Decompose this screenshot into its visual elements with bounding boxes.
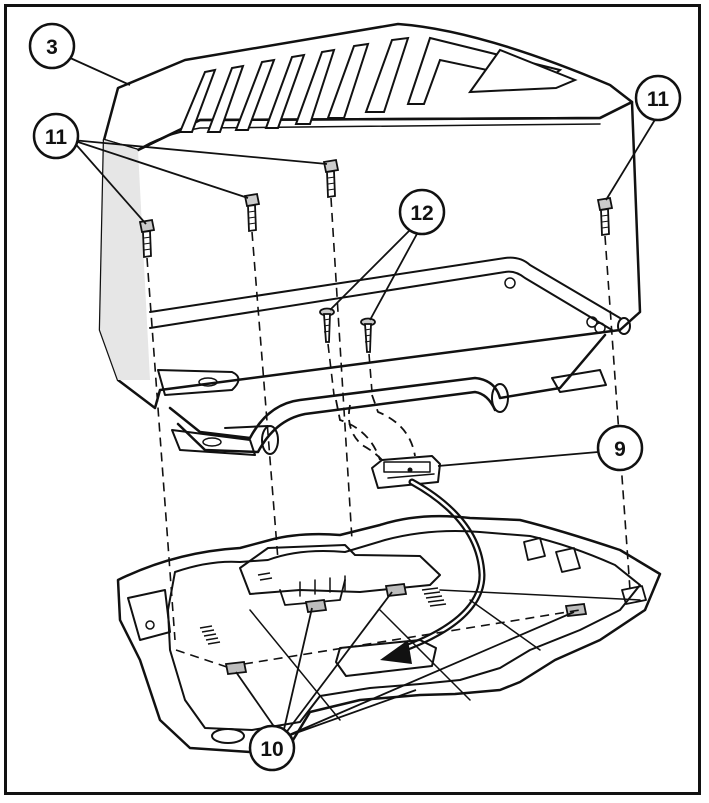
diagram-frame (4, 4, 701, 795)
base-tray (116, 514, 662, 754)
callout-11-left: 11 (32, 112, 80, 160)
bolt-11-mid (322, 158, 340, 199)
callout-12: 12 (398, 188, 446, 236)
hood-vent-slots (178, 36, 578, 133)
callout-11-right: 11 (634, 74, 682, 122)
alignment-lines (146, 197, 631, 669)
svg-text:3: 3 (46, 36, 58, 59)
bolt-11-mid-left (243, 192, 261, 233)
screw-12-left (319, 307, 335, 343)
vent-grates (199, 572, 447, 645)
bolt-11-left (138, 218, 156, 259)
support-tube-frame (168, 317, 631, 456)
wire-harness-path (335, 394, 416, 463)
callout-10: 10 (248, 724, 296, 772)
wire-connector (371, 455, 441, 489)
svg-text:12: 12 (410, 202, 433, 225)
bolt-11-right (596, 196, 614, 237)
screw-12-right (360, 317, 376, 353)
svg-text:10: 10 (260, 738, 283, 761)
routing-arrow (380, 478, 486, 664)
svg-text:9: 9 (614, 438, 626, 461)
svg-text:11: 11 (647, 88, 670, 111)
hood-bolts (138, 158, 614, 259)
callout-3: 3 (28, 22, 76, 70)
leader-lines (67, 56, 657, 739)
hood-cover (98, 22, 642, 410)
svg-text:11: 11 (45, 126, 68, 149)
callout-9: 9 (596, 424, 644, 472)
